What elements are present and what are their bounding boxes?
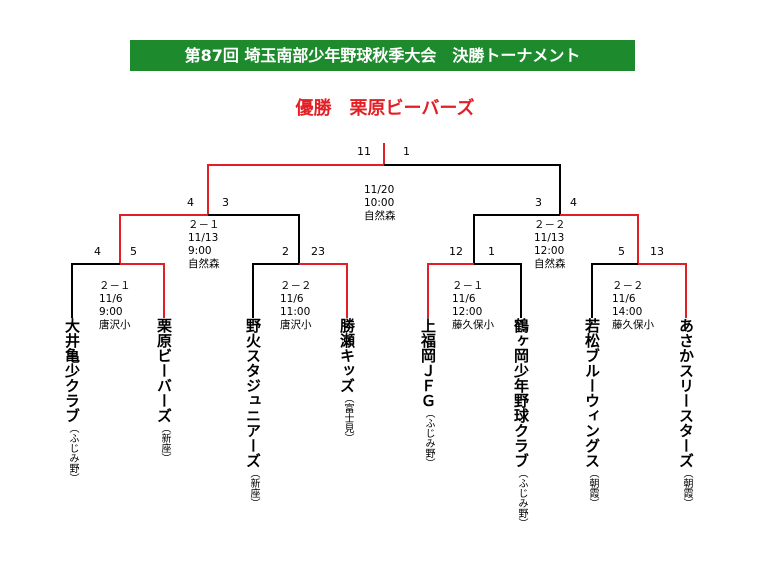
semi-left-right-arm	[208, 214, 300, 264]
qf1-time: 9:00	[99, 306, 123, 318]
semi2-venue: 自然森	[534, 258, 566, 270]
qf4-right-arm	[638, 263, 687, 318]
team-4-region: （富士見）	[342, 393, 353, 443]
semi1-date: 11/13	[188, 232, 219, 244]
team-7-name: 若松ブルーウィングス	[583, 318, 601, 468]
team-6-name: 鶴ヶ岡少年野球クラブ	[512, 318, 530, 468]
qf3-venue: 藤久保小	[452, 319, 494, 331]
qf1-right-arm	[120, 263, 165, 318]
semi1-venue: 自然森	[188, 258, 220, 270]
team-8-region: （朝霞）	[681, 468, 692, 508]
team-5: 上福岡ＪＦＧ（ふじみ野）	[419, 318, 437, 468]
qf1-left-arm	[71, 263, 120, 318]
qf3-date: 11/6	[452, 293, 476, 305]
qf4-match: ２－２	[612, 280, 644, 292]
qf2-score-left: 2	[282, 245, 289, 258]
team-5-region: （ふじみ野）	[423, 408, 434, 468]
team-6-region: （ふじみ野）	[516, 468, 527, 528]
semi-right-right-arm	[560, 214, 639, 264]
semi-right-left-arm	[473, 214, 560, 264]
qf2-info: ２－２ 11/6 11:00 唐沢小	[280, 280, 312, 332]
semi2-score-left: 3	[535, 196, 542, 209]
qf2-match: ２－２	[280, 280, 312, 292]
tournament-title: 第87回 埼玉南部少年野球秋季大会 決勝トーナメント	[130, 40, 635, 71]
qf1-score-left: 4	[94, 245, 101, 258]
team-2: 栗原ビーバーズ（新座）	[155, 318, 173, 463]
qf4-time: 14:00	[612, 306, 643, 318]
team-2-region: （新座）	[159, 423, 170, 463]
qf3-match: ２－１	[452, 280, 484, 292]
qf1-venue: 唐沢小	[99, 319, 131, 331]
team-2-name: 栗原ビーバーズ	[155, 318, 173, 423]
final-date: 11/20	[364, 184, 395, 196]
qf4-info: ２－２ 11/6 14:00 藤久保小	[612, 280, 654, 332]
champion-label: 優勝 栗原ビーバーズ	[295, 98, 475, 119]
qf4-left-arm	[591, 263, 638, 318]
final-venue: 自然森	[364, 210, 396, 222]
final-time: 10:00	[364, 197, 395, 209]
team-6: 鶴ヶ岡少年野球クラブ（ふじみ野）	[512, 318, 530, 528]
semi2-info: ２－２ 11/13 12:00 自然森	[534, 219, 566, 271]
team-3-name: 野火スタジュニアーズ	[244, 318, 262, 468]
team-4: 勝瀬キッズ（富士見）	[338, 318, 356, 443]
team-8-name: あさかスリースターズ	[677, 318, 695, 468]
semi2-time: 12:00	[534, 245, 565, 257]
semi1-time: 9:00	[188, 245, 212, 257]
qf3-right-arm	[474, 263, 522, 318]
qf2-right-arm	[299, 263, 348, 318]
team-1: 大井亀少クラブ（ふじみ野）	[63, 318, 81, 483]
team-3: 野火スタジュニアーズ（新座）	[244, 318, 262, 508]
semi-left-left-arm	[119, 214, 208, 264]
final-right-arm	[384, 164, 561, 215]
qf3-score-left: 12	[449, 245, 463, 258]
final-score-left: 11	[357, 145, 371, 158]
qf2-date: 11/6	[280, 293, 304, 305]
qf3-info: ２－１ 11/6 12:00 藤久保小	[452, 280, 494, 332]
semi2-score-right: 4	[570, 196, 577, 209]
qf3-score-right: 1	[488, 245, 495, 258]
qf2-left-arm	[252, 263, 299, 318]
qf2-time: 11:00	[280, 306, 311, 318]
team-4-name: 勝瀬キッズ	[338, 318, 356, 393]
semi1-match: ２－１	[188, 219, 220, 231]
qf3-time: 12:00	[452, 306, 483, 318]
team-7-region: （朝霞）	[587, 468, 598, 508]
qf1-date: 11/6	[99, 293, 123, 305]
qf1-match: ２－１	[99, 280, 131, 292]
final-info: 11/20 10:00 自然森	[364, 184, 396, 223]
qf4-date: 11/6	[612, 293, 636, 305]
qf1-score-right: 5	[130, 245, 137, 258]
final-left-arm	[207, 164, 384, 215]
qf1-info: ２－１ 11/6 9:00 唐沢小	[99, 280, 131, 332]
qf4-score-left: 5	[618, 245, 625, 258]
team-3-region: （新座）	[248, 468, 259, 508]
final-score-right: 1	[403, 145, 410, 158]
qf2-score-right: 23	[311, 245, 325, 258]
semi2-date: 11/13	[534, 232, 565, 244]
qf2-venue: 唐沢小	[280, 319, 312, 331]
semi1-score-left: 4	[187, 196, 194, 209]
team-1-region: （ふじみ野）	[67, 423, 78, 483]
team-8: あさかスリースターズ（朝霞）	[677, 318, 695, 508]
semi1-score-right: 3	[222, 196, 229, 209]
team-1-name: 大井亀少クラブ	[63, 318, 81, 423]
qf4-score-right: 13	[650, 245, 664, 258]
team-5-name: 上福岡ＪＦＧ	[419, 318, 437, 408]
qf4-venue: 藤久保小	[612, 319, 654, 331]
team-7: 若松ブルーウィングス（朝霞）	[583, 318, 601, 508]
semi2-match: ２－２	[534, 219, 566, 231]
semi1-info: ２－１ 11/13 9:00 自然森	[188, 219, 220, 271]
qf3-left-arm	[427, 263, 474, 318]
